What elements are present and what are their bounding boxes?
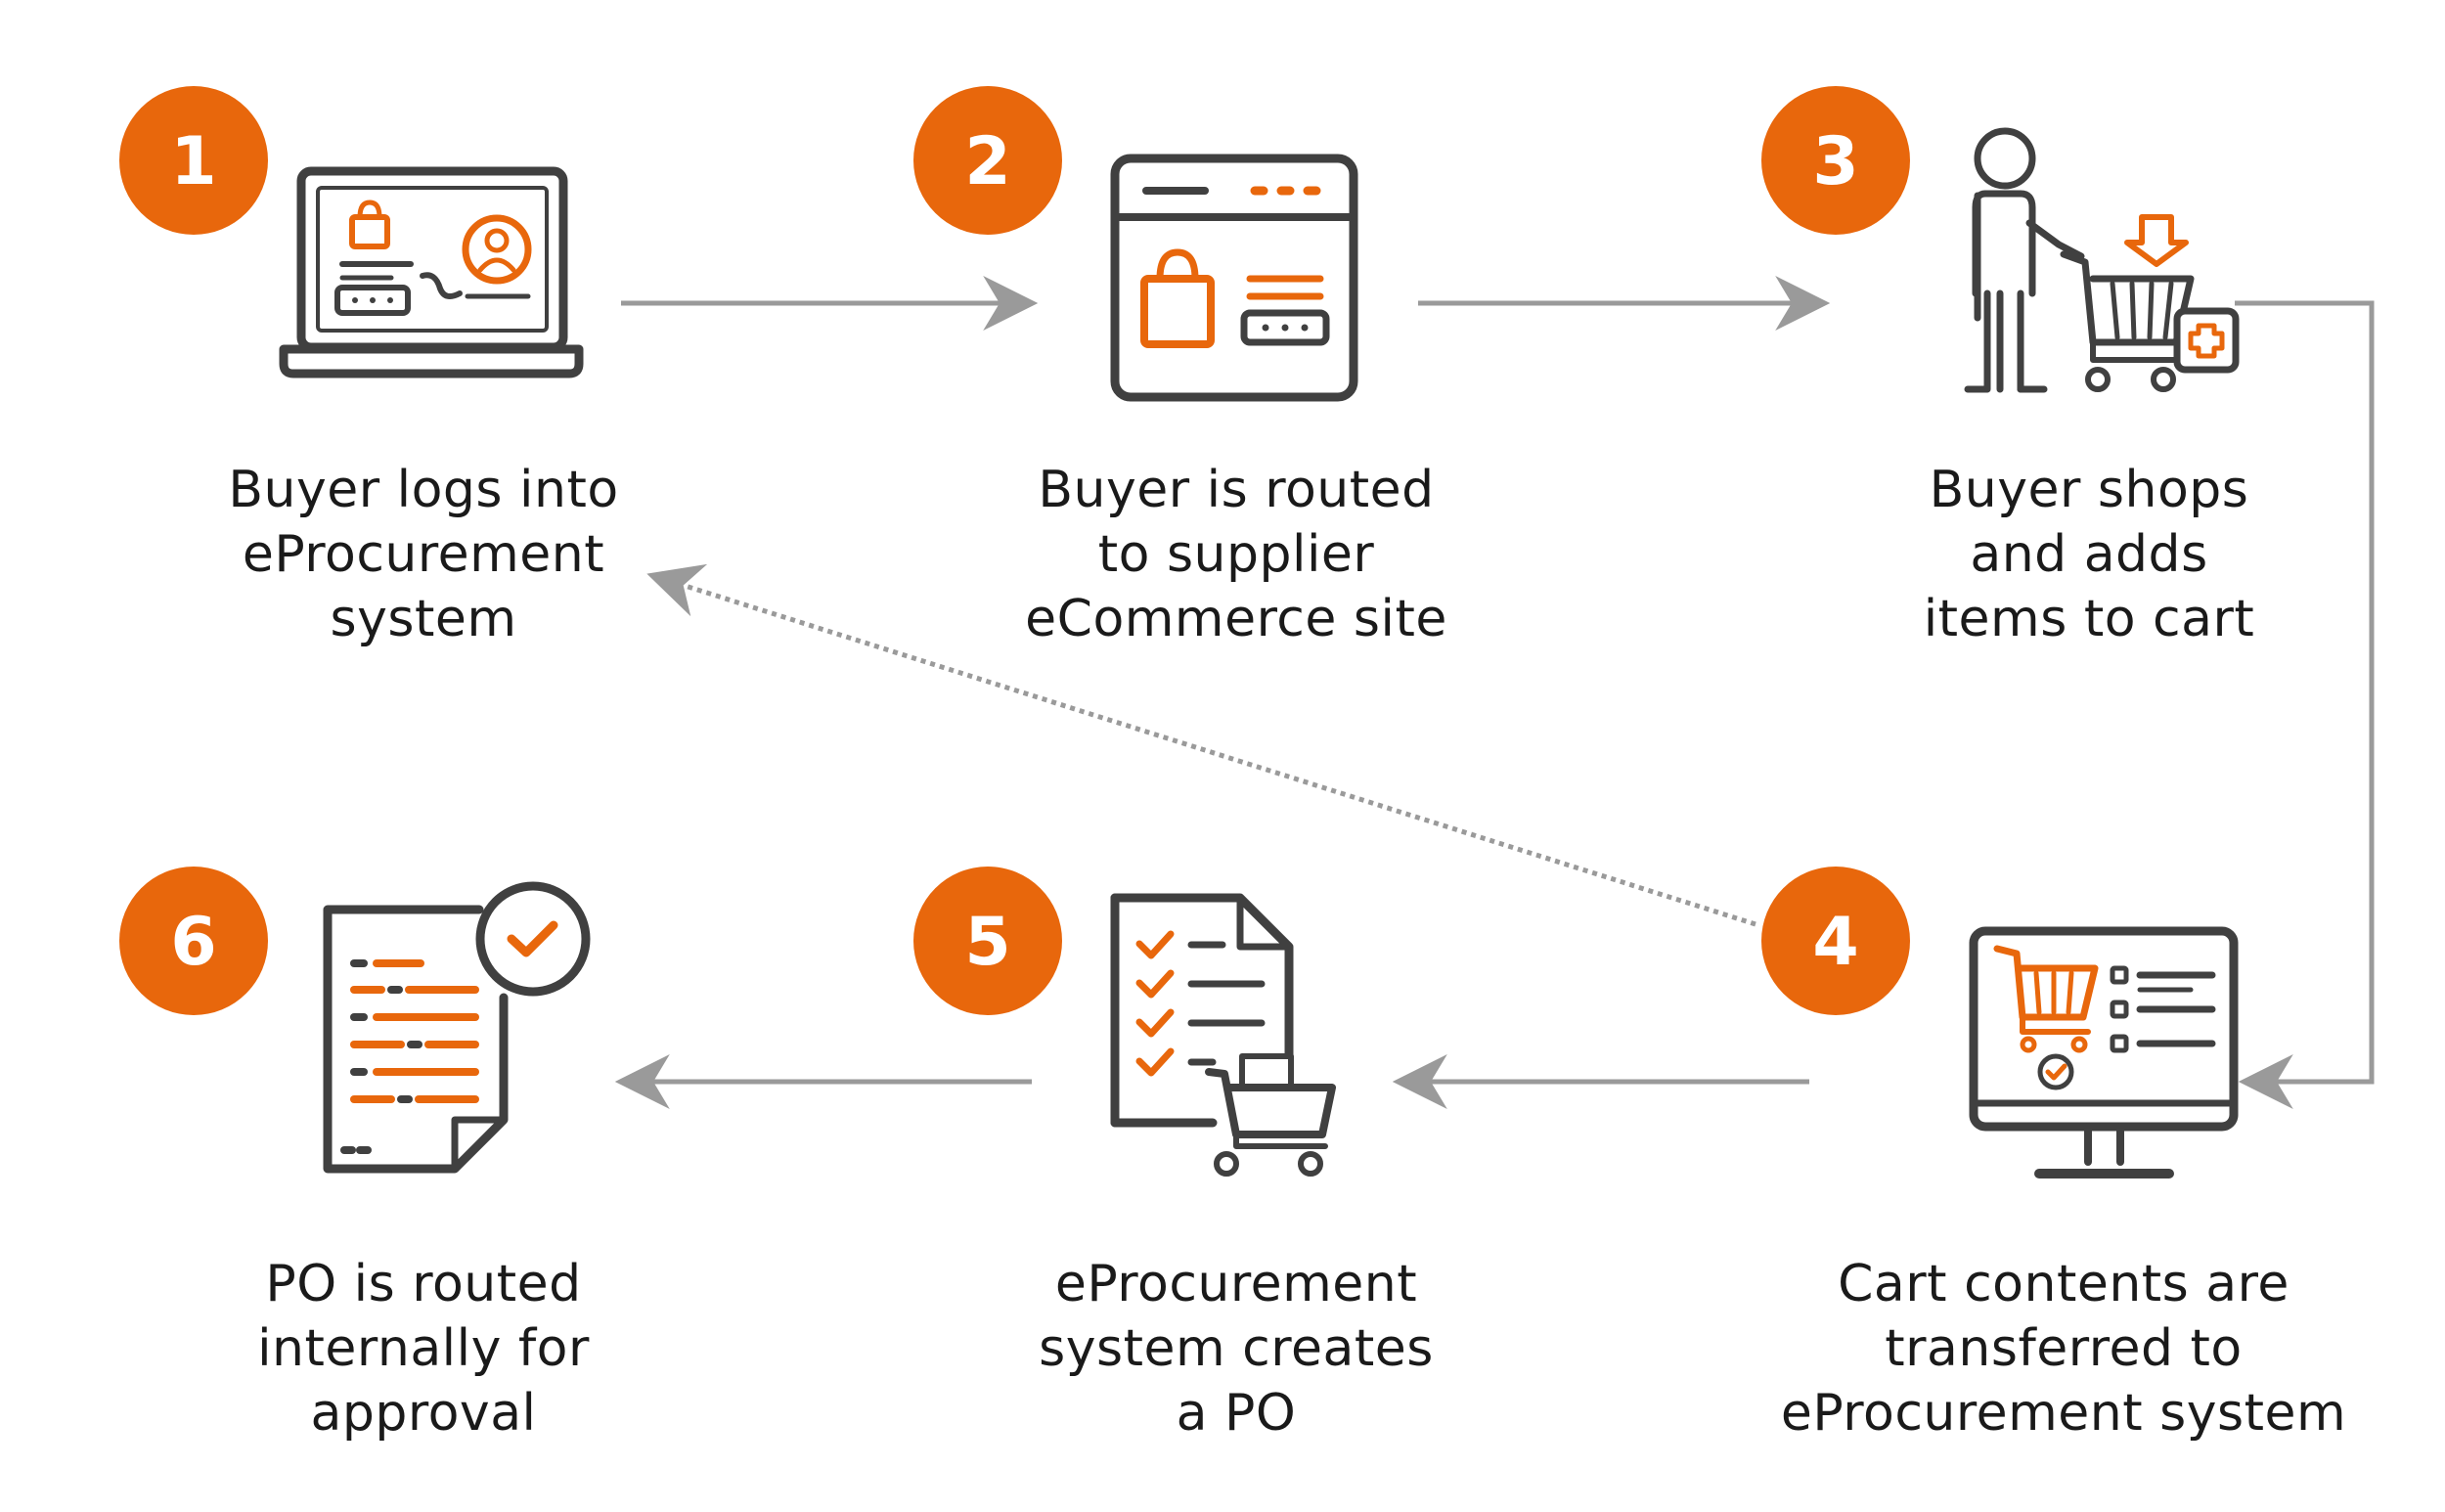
step-4-caption-line-1: Cart contents are (1838, 1255, 2289, 1313)
step-badge-3: 3 (1761, 86, 1910, 235)
step-1-caption-line-3: system (330, 590, 517, 648)
svg-text:3: 3 (1812, 123, 1858, 200)
step-1-caption: Buyer logs into eProcurement system (71, 458, 776, 651)
step-badge-4: 4 (1761, 867, 1910, 1015)
step-4-caption: Cart contents are transferred to eProcur… (1712, 1252, 2416, 1445)
document-approval-icon (323, 881, 591, 1174)
step-3-caption-line-3: items to cart (1923, 590, 2255, 648)
step-3-caption-line-1: Buyer shops (1929, 461, 2249, 519)
step-5-caption: eProcurement system creates a PO (884, 1252, 1588, 1445)
step-badge-5: 5 (913, 867, 1062, 1015)
step-badge-2: 2 (913, 86, 1062, 235)
step-2-caption-line-2: to supplier (1097, 525, 1375, 584)
step-3-caption: Buyer shops and adds items to cart (1737, 458, 2441, 651)
step-badge-6: 6 (119, 867, 268, 1015)
step-3-caption-line-2: and adds (1970, 525, 2208, 584)
checklist-cart-icon (1110, 893, 1336, 1177)
step-5-caption-line-1: eProcurement (1054, 1255, 1418, 1313)
shopper-cart-icon (1964, 127, 2240, 393)
step-4-caption-line-2: transferred to (1885, 1319, 2243, 1378)
step-6-caption-line-1: PO is routed (265, 1255, 582, 1313)
svg-text:5: 5 (964, 904, 1010, 981)
svg-text:6: 6 (170, 904, 216, 981)
svg-text:1: 1 (170, 123, 216, 200)
step-5-caption-line-3: a PO (1176, 1384, 1297, 1443)
step-6-caption: PO is routed internally for approval (71, 1252, 776, 1445)
laptop-login-icon (279, 166, 584, 378)
step-6-caption-line-2: internally for (257, 1319, 590, 1378)
step-2-caption-line-1: Buyer is routed (1038, 461, 1435, 519)
step-5-caption-line-2: system creates (1039, 1319, 1434, 1378)
monitor-cart-icon (1969, 926, 2239, 1178)
connectors (614, 276, 2375, 1109)
step-1-caption-line-2: eProcurement (242, 525, 605, 584)
step-2-caption-line-3: eCommerce site (1025, 590, 1447, 648)
step-4-caption-line-3: eProcurement system (1780, 1384, 2347, 1443)
svg-text:2: 2 (964, 123, 1010, 200)
dotted-arrow-step4-to-step1 (646, 563, 1756, 927)
arrow-step3-to-step4 (2235, 300, 2375, 1109)
svg-text:4: 4 (1812, 904, 1858, 981)
step-badge-1: 1 (119, 86, 268, 235)
step-1-caption-line-1: Buyer logs into (228, 461, 619, 519)
step-2-caption: Buyer is routed to supplier eCommerce si… (884, 458, 1588, 651)
browser-shop-icon (1110, 154, 1358, 402)
step-6-caption-line-3: approval (310, 1384, 537, 1443)
